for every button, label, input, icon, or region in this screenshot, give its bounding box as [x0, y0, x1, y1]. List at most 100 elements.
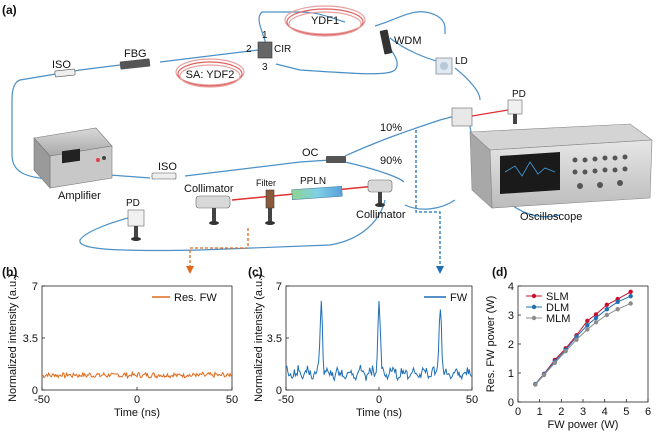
series-res-fw-line [41, 370, 233, 380]
ppln-label: PPLN [300, 176, 326, 187]
y-tick-label: 0 [508, 397, 514, 409]
x-tick-label: -50 [34, 394, 50, 406]
filter-label: Filter [256, 178, 276, 188]
wdm: WDM [379, 29, 422, 55]
cir-port-1: 1 [262, 30, 268, 41]
oc-10-label: 10% [380, 122, 402, 134]
panel-label-b: (b) [2, 265, 17, 279]
y-tick-label: 0 [32, 385, 38, 397]
pd-bottom: PD [126, 198, 145, 241]
pd-bottom-label: PD [126, 198, 140, 209]
x-tick-label: 6 [645, 406, 651, 418]
series-slm-point [604, 302, 610, 308]
y-tick-label: 3 [508, 310, 514, 322]
y-tick-label: 3.5 [23, 333, 38, 345]
legend-label-res-fw: Res. FW [174, 292, 217, 304]
circulator: CIR 1 2 3 [246, 30, 291, 73]
wdm-label: WDM [394, 35, 422, 47]
y-tick-label: 2 [508, 339, 514, 351]
filter: Filter [256, 178, 276, 225]
fbg: FBG [119, 48, 151, 70]
x-tick-label: 1 [537, 406, 543, 418]
series-dlm-point [593, 315, 599, 321]
oscilloscope-label: Oscilloscope [520, 211, 582, 223]
series-mlm-line [534, 302, 631, 385]
panel-label-a: (a) [2, 3, 17, 17]
x-tick-label: 5 [623, 406, 629, 418]
y-axis-label: Normalized intensity (a.u.) [7, 274, 19, 402]
arrow-head-c [436, 266, 444, 274]
x-axis-label: Time (ns) [114, 407, 160, 419]
legend-label-mlm: MLM [546, 313, 570, 325]
x-axis-label: Time (ns) [356, 407, 402, 419]
isolator-bottom: ISO [151, 161, 177, 180]
series-mlm-point [541, 372, 547, 378]
y-tick-label: 7 [276, 281, 282, 293]
pd-top: PD [451, 89, 526, 127]
y-axis-label: Normalized intensity (a.u.) [253, 274, 265, 402]
legend-label-fw: FW [450, 292, 468, 304]
series-slm-line [534, 291, 631, 385]
series-fw-line [285, 300, 473, 382]
y-tick-label: 3.5 [267, 333, 282, 345]
x-tick-label: 3 [580, 406, 586, 418]
series-mlm-point [574, 337, 579, 342]
x-axis-label: FW power (W) [548, 419, 619, 431]
iso-top-label: ISO [52, 59, 71, 71]
x-tick-label: 4 [602, 406, 608, 418]
x-tick-label: 0 [515, 406, 521, 418]
series-dlm-point [604, 307, 610, 312]
isolator-top: ISO [52, 59, 76, 78]
oc-90-label: 90% [380, 155, 402, 167]
series-mlm-point [615, 307, 620, 312]
legend-marker-slm [531, 293, 537, 299]
ld: LD [435, 56, 468, 75]
y-tick-label: 4 [508, 281, 514, 293]
series-mlm-point [593, 320, 599, 325]
series-mlm-point [585, 327, 590, 332]
series-mlm-point [552, 360, 558, 366]
series-mlm-point [628, 301, 633, 306]
series-mlm-point [604, 312, 610, 318]
x-tick-label: -50 [278, 394, 294, 406]
series-slm-point [628, 289, 633, 294]
cir-port-3: 3 [262, 62, 268, 73]
ydf1-coil: YDF1 [284, 5, 366, 37]
series-mlm-point [533, 382, 538, 387]
ld-label: LD [455, 56, 468, 67]
collimator-right-label: Collimator [356, 209, 406, 221]
fiber-paths [11, 11, 561, 252]
ppln-crystal: PPLN [291, 176, 343, 201]
setup-diagram: (a) [2, 3, 653, 274]
collimator-left-label: Collimator [184, 183, 234, 195]
cir-label: CIR [274, 44, 291, 55]
iso-bottom-label: ISO [158, 161, 177, 173]
oc-label: OC [302, 147, 319, 159]
arrow-to-c [415, 130, 441, 272]
ydf1-label: YDF1 [311, 15, 339, 27]
y-tick-label: 0 [276, 385, 282, 397]
pd-top-label: PD [512, 89, 526, 100]
sa-ydf2-label: SA: YDF2 [186, 69, 235, 81]
collimator-left: Collimator [184, 183, 234, 225]
panel-label-d: (d) [492, 265, 507, 279]
series-dlm-line [534, 295, 631, 385]
oscilloscope: Oscilloscope [469, 123, 653, 223]
series-dlm-point [585, 322, 590, 328]
y-tick-label: 7 [32, 281, 38, 293]
sa-ydf2-coil: SA: YDF2 [175, 58, 245, 88]
x-tick-label: 0 [134, 394, 140, 406]
output-coupler: OC 10% 90% [302, 122, 402, 167]
x-tick-label: 0 [376, 394, 382, 406]
x-tick-label: 50 [466, 394, 478, 406]
x-tick-label: 2 [558, 406, 564, 418]
arrow-to-b [189, 228, 249, 272]
series-dlm-point [615, 299, 620, 305]
cir-port-2: 2 [246, 44, 252, 55]
y-tick-label: 1 [508, 368, 514, 380]
legend-label-slm: SLM [546, 291, 569, 303]
